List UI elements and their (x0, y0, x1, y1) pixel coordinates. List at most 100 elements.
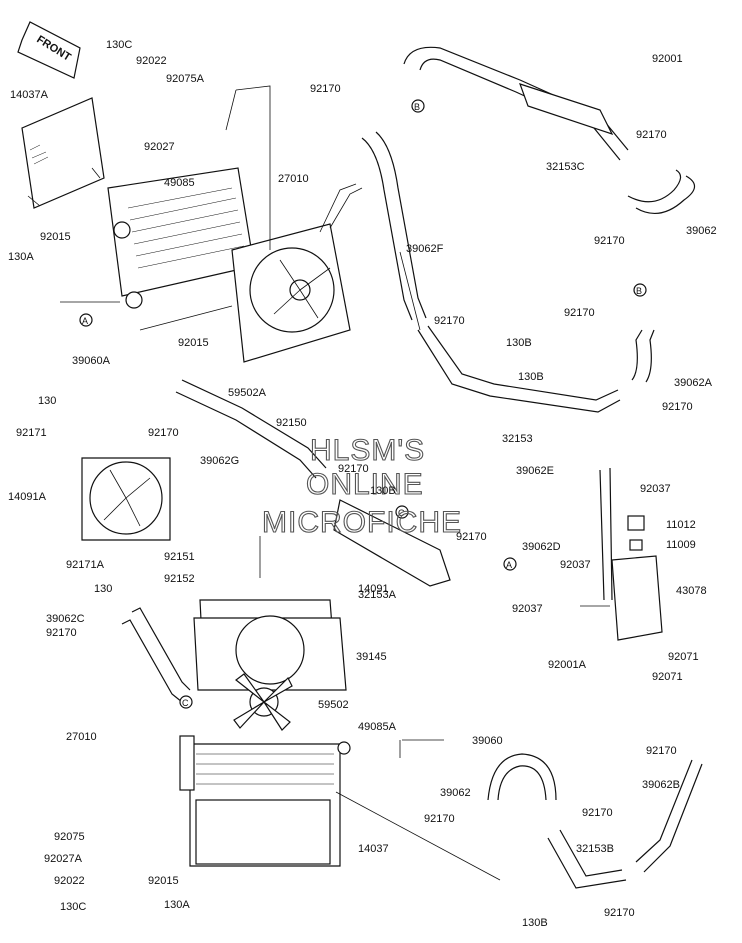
part-label: 92027A (44, 853, 83, 865)
svg-text:B: B (636, 286, 642, 296)
part-label: 92170 (456, 531, 487, 543)
pipe-32153a (333, 499, 451, 587)
part-label: 92170 (148, 427, 179, 439)
part-label: 92071 (652, 671, 683, 683)
part-label: 130B (370, 485, 396, 497)
part-label: 32153 (502, 433, 533, 445)
pipe-32153b (547, 829, 627, 889)
hose-39062g (175, 379, 327, 479)
part-label: 130C (60, 901, 86, 913)
part-label: 92170 (604, 907, 635, 919)
hose-39062b (635, 759, 703, 873)
part-label: 92170 (582, 807, 613, 819)
part-label: 39145 (356, 651, 387, 663)
hose-39062c (121, 607, 191, 703)
part-label: 27010 (66, 731, 97, 743)
part-label: 92037 (640, 483, 671, 495)
part-label: 92027 (144, 141, 175, 153)
watermark-line-1: HLSM'S (310, 434, 425, 467)
part-label: 92170 (338, 463, 369, 475)
part-label: 92001A (548, 659, 587, 671)
part-label: 92170 (646, 745, 677, 757)
pipe-32153 (417, 325, 655, 413)
part-label: 92015 (148, 875, 179, 887)
part-label: 92071 (668, 651, 699, 663)
svg-text:C: C (182, 698, 189, 708)
radiator-upper (107, 167, 255, 309)
part-label: 49085 (164, 177, 195, 189)
part-label: 92170 (636, 129, 667, 141)
part-label: 39062B (642, 779, 680, 791)
part-label: 130 (94, 583, 112, 595)
part-label: 39062D (522, 541, 561, 553)
part-label: 11012 (666, 519, 696, 531)
ref-marker-c-bottom: C (179, 695, 193, 709)
part-label: 92170 (310, 83, 341, 95)
hose-39062-bottom (487, 753, 557, 801)
part-label: 92170 (434, 315, 465, 327)
part-label: 130B (518, 371, 544, 383)
part-label: 39062A (674, 377, 713, 389)
part-label: 92015 (40, 231, 71, 243)
part-label: 130A (8, 251, 34, 263)
watermark-line-3: MICROFICHE (262, 506, 462, 539)
part-label: 130B (506, 337, 532, 349)
hose-32153c (403, 46, 629, 161)
part-label: 92170 (594, 235, 625, 247)
hose-39062-top (627, 169, 696, 215)
radiator-screen-top (21, 97, 105, 209)
leader-lines (60, 85, 610, 881)
part-label: 14091A (8, 491, 47, 503)
fan-shroud-14091a (81, 457, 171, 541)
hose-39062f (361, 131, 427, 321)
part-label: 39062G (200, 455, 239, 467)
part-label: 49085A (358, 721, 397, 733)
part-label: 39062 (686, 225, 717, 237)
part-label: 92170 (424, 813, 455, 825)
part-label: 92075A (166, 73, 205, 85)
part-label: 130 (38, 395, 56, 407)
part-label: 92022 (54, 875, 85, 887)
reservoir-tank (599, 467, 663, 641)
part-label: 43078 (676, 585, 707, 597)
part-label: 92170 (662, 401, 693, 413)
part-label: 32153A (358, 589, 397, 601)
part-label: 92022 (136, 55, 167, 67)
svg-text:C: C (398, 508, 405, 518)
part-label: 27010 (278, 173, 309, 185)
part-label: 39062C (46, 613, 85, 625)
part-label: 39062 (440, 787, 471, 799)
part-label: 92170 (46, 627, 77, 639)
part-label: 11009 (666, 539, 696, 551)
svg-text:B: B (414, 102, 420, 112)
front-arrow: FRONT (17, 21, 81, 79)
part-label: 59502 (318, 699, 349, 711)
part-label: 92151 (164, 551, 195, 563)
part-label: 59502A (228, 387, 267, 399)
part-label: 92170 (564, 307, 595, 319)
part-label: 32153C (546, 161, 585, 173)
fan-shroud-upper (231, 183, 363, 363)
radiator-lower (179, 735, 351, 867)
part-label: 14091 (358, 583, 389, 595)
part-label: 92037 (512, 603, 543, 615)
ref-marker-a-mid: A (503, 557, 517, 571)
part-label: 92171A (66, 559, 105, 571)
ref-marker-c-mid: C (395, 505, 409, 519)
part-label: 39060A (72, 355, 111, 367)
part-label: 14037A (10, 89, 49, 101)
part-label: 39060 (472, 735, 503, 747)
part-label: 39062E (516, 465, 554, 477)
part-label: 92037 (560, 559, 591, 571)
part-label: 92075 (54, 831, 85, 843)
part-label: 92001 (652, 53, 683, 65)
svg-text:A: A (506, 560, 512, 570)
part-label: 92150 (276, 417, 307, 429)
part-label: 32153B (576, 843, 614, 855)
part-label: 92015 (178, 337, 209, 349)
part-label: 39062F (406, 243, 444, 255)
ref-marker-a-top: A (79, 313, 93, 327)
part-labels: 130C 92022 92075A 92027 14037A 49085 920… (8, 39, 717, 929)
